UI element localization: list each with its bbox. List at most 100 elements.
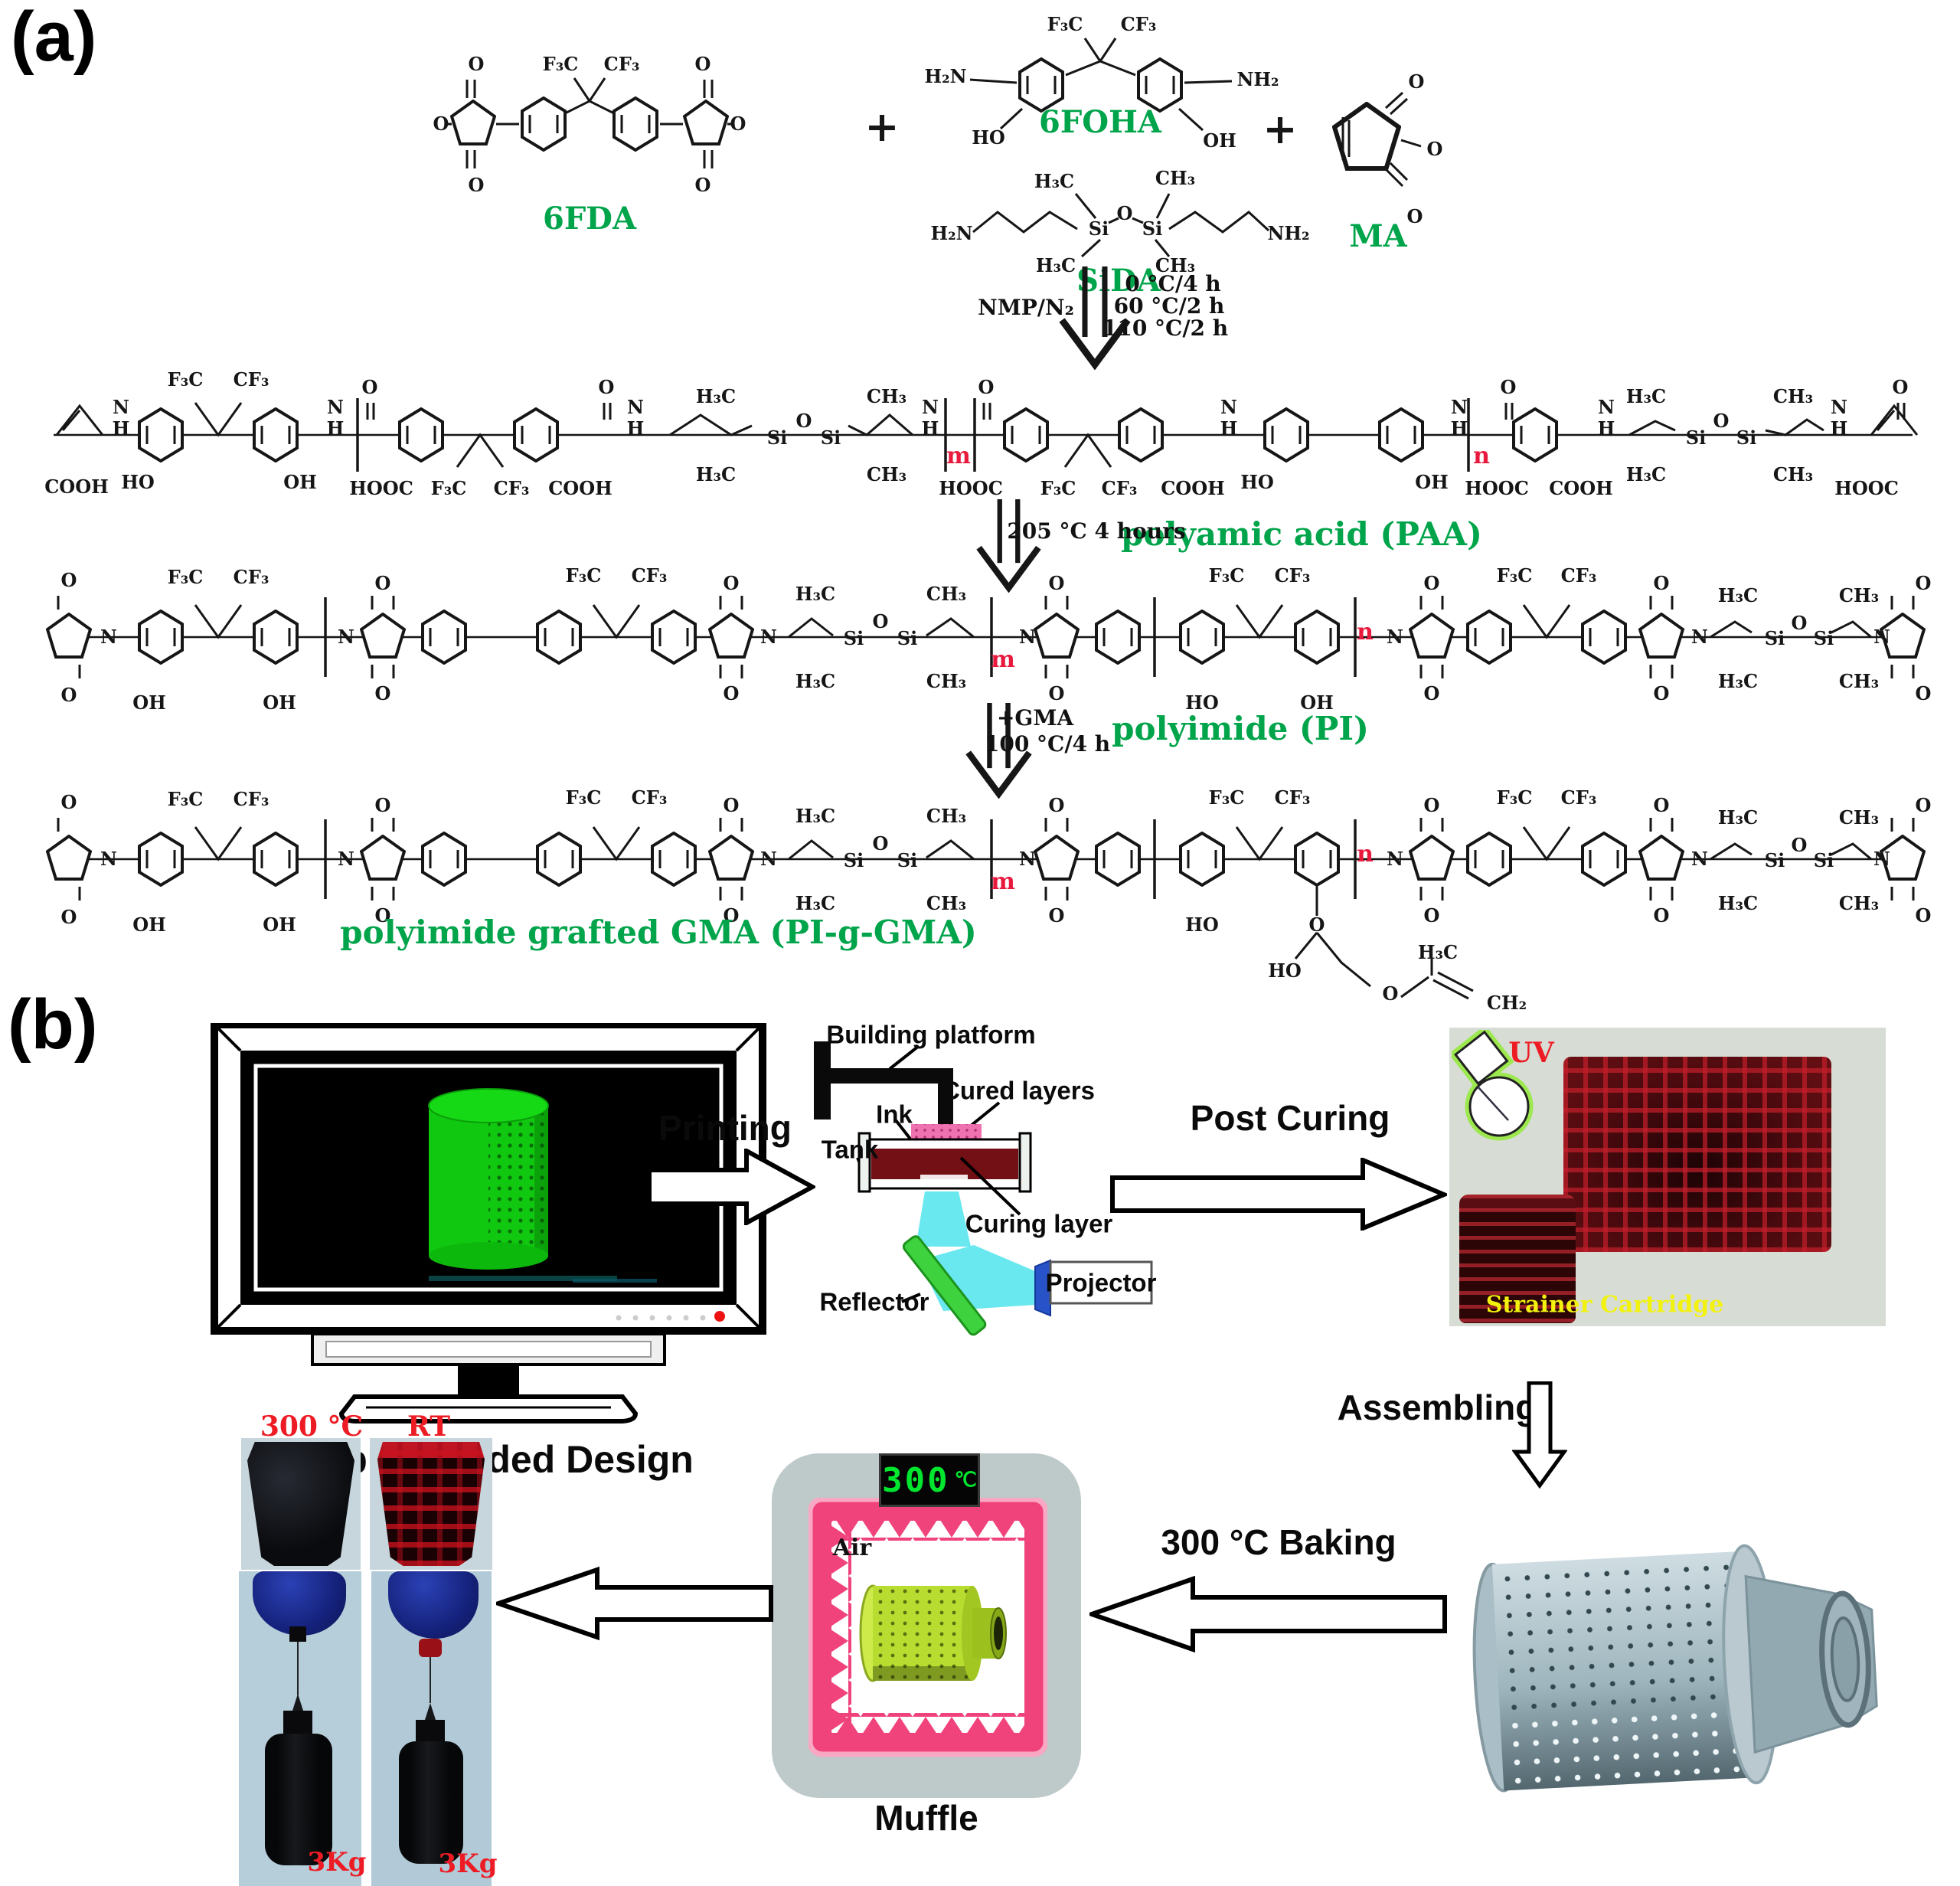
glove-image (253, 1571, 346, 1636)
chem-label: O (60, 684, 77, 706)
chem-label: HOOC (939, 477, 1003, 499)
test-piece-red (419, 1639, 442, 1657)
chem-label: CH₃ (1155, 254, 1196, 276)
chem-label: HO (1268, 959, 1302, 982)
chem-label: O (1048, 794, 1065, 816)
string (297, 1642, 299, 1695)
paa-caption: polyamic acid (PAA) (1121, 515, 1482, 553)
post-curing-arrow (1110, 1158, 1447, 1231)
chem-label: H₃C (795, 805, 836, 827)
chem-label: O (1116, 202, 1133, 224)
chem-label: N (1387, 848, 1403, 870)
chem-label: Si (897, 627, 918, 649)
chem-label: N (922, 396, 939, 418)
chem-label: F₃C (542, 53, 579, 75)
chem-label: O (1048, 572, 1065, 594)
hook (292, 1694, 303, 1711)
chem-label: H₃C (795, 892, 836, 914)
post-curing-label: Post Curing (1190, 1098, 1390, 1138)
chem-label: Si (820, 427, 841, 449)
muffle-temp-unit: ℃ (954, 1469, 977, 1492)
chem-label: N (100, 848, 117, 870)
step1-condition-2: 60 °C/2 h (1113, 293, 1225, 319)
post-curing-photo: UV Strainer Cartridge (1449, 1028, 1886, 1326)
chem-label: O (1382, 982, 1399, 1005)
chem-label: N (1691, 848, 1708, 870)
monomer-ma-label: MA (1349, 218, 1407, 254)
baked-cartridge (859, 1584, 1007, 1682)
chem-label: OH (1415, 471, 1449, 493)
chem-label: N (327, 396, 344, 418)
chem-label: Si (1088, 217, 1109, 240)
structure-pigma (23, 775, 1937, 1000)
chem-label: H₃C (1417, 941, 1459, 963)
chem-label: Si (897, 849, 918, 871)
chem-label: N (1873, 626, 1890, 648)
chem-label: N (338, 626, 354, 648)
chem-label: O (1915, 682, 1932, 704)
chem-label: H₃C (1034, 170, 1075, 192)
chem-label: O (694, 174, 711, 196)
chem-label: CH₃ (1838, 806, 1880, 829)
chem-label: Si (843, 627, 864, 649)
chem-label: O (1915, 904, 1932, 927)
printed-cartridge-large (1563, 1057, 1831, 1252)
chem-label: O (795, 410, 812, 432)
chem-label: N (1831, 396, 1847, 418)
chem-label: F₃C (1496, 786, 1533, 809)
photo-rt-part (370, 1438, 492, 1570)
string-rt (430, 1657, 431, 1703)
chem-label: O (1423, 904, 1440, 927)
chem-label: O (1500, 376, 1517, 398)
chem-label: F₃C (1208, 564, 1245, 587)
chem-label: Si (1764, 627, 1785, 649)
chem-label: CF₃ (1560, 786, 1597, 809)
printing-label: Printing (658, 1108, 792, 1148)
baking-label: 300 °C Baking (1161, 1522, 1396, 1562)
chem-label: HO (1240, 471, 1274, 493)
rt-part-image (377, 1442, 485, 1566)
chem-label: O (374, 904, 391, 927)
chem-label: N (1387, 626, 1403, 648)
chem-label: H (1220, 417, 1238, 440)
projector-label: Projector (1045, 1268, 1157, 1297)
chem-label: N (1220, 396, 1237, 418)
chem-label: O (1915, 794, 1932, 816)
muffle-display: 300 ℃ (879, 1453, 980, 1507)
chem-label: CF₃ (1274, 786, 1311, 809)
photo-weight-rt: 3Kg (371, 1571, 497, 1886)
weight-bottle (265, 1734, 332, 1865)
chem-label: O (60, 791, 77, 813)
chem-label: CF₃ (631, 786, 668, 809)
chem-label: N (1019, 848, 1036, 870)
monomer-6foha-label: 6FOHA (1039, 104, 1161, 140)
chem-label: O (1426, 138, 1443, 160)
chem-label: N (1598, 396, 1615, 418)
chem-label: HOOC (1465, 477, 1529, 499)
photo-header-300c: 300 °C (260, 1410, 364, 1443)
strainer-render (1472, 1544, 1878, 1793)
chem-label: CF₃ (233, 788, 270, 810)
chem-label: F₃C (167, 566, 204, 588)
chem-label: H₃C (695, 385, 737, 407)
chem-label: OH (132, 691, 166, 714)
chem-label: O (1653, 682, 1670, 704)
chem-label: Si (766, 427, 788, 449)
tank-label: Tank (821, 1135, 879, 1164)
chem-label: Si (843, 849, 864, 871)
baking-arrow (1089, 1576, 1447, 1652)
chem-label: H (626, 417, 645, 440)
chem-label: H (921, 417, 939, 440)
chem-label: O (1653, 794, 1670, 816)
chem-label: HOOC (1834, 477, 1899, 499)
chem-label: N (760, 626, 777, 648)
chem-label: O (978, 376, 995, 398)
chem-label: O (468, 53, 485, 75)
chem-label: N (627, 396, 644, 418)
chem-label: CF₃ (1120, 13, 1157, 35)
chem-label: F₃C (167, 368, 204, 391)
chem-label: H₃C (695, 463, 737, 485)
chem-label: H (1450, 417, 1468, 440)
